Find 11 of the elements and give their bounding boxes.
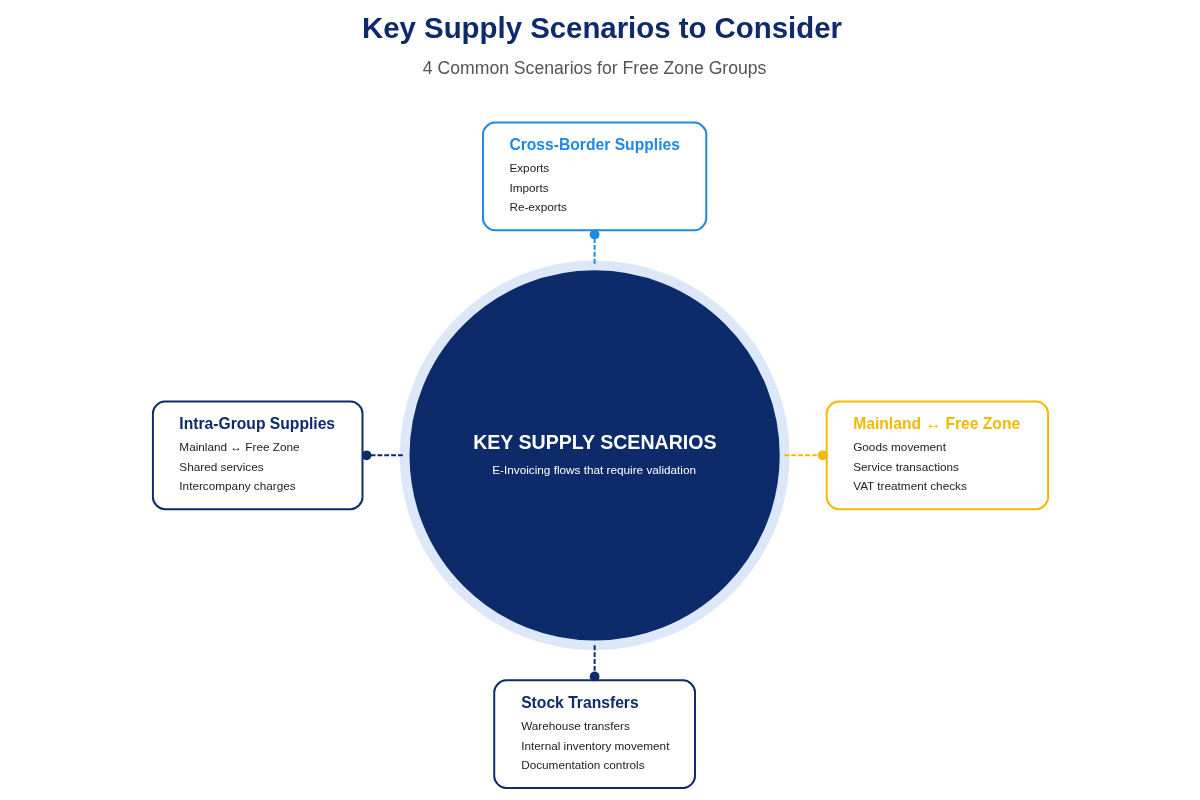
node-box: Cross-Border Supplies Exports Imports Re-exports — [481, 121, 707, 232]
connector — [589, 229, 599, 267]
connector — [589, 644, 599, 682]
node-box: Stock Transfers Warehouse transfers Internal inventory movement Documentation controls — [492, 679, 696, 790]
connector — [782, 450, 828, 461]
connector — [361, 450, 406, 461]
node-box: Intra-Group Supplies Mainland ↔ Free Zone Shared services Intercompany charges — [151, 400, 363, 511]
label: 4 Common Scenarios for Free Zone Groups — [422, 58, 766, 79]
node-box: Mainland ↔ Free Zone Goods movement Service transactions VAT treatment checks — [825, 400, 1049, 511]
node-circle: KEY SUPPLY SCENARIOS E-Invoicing flows that require validation — [399, 260, 789, 651]
diagram-title: Key Supply Scenarios to Consider — [361, 11, 842, 45]
